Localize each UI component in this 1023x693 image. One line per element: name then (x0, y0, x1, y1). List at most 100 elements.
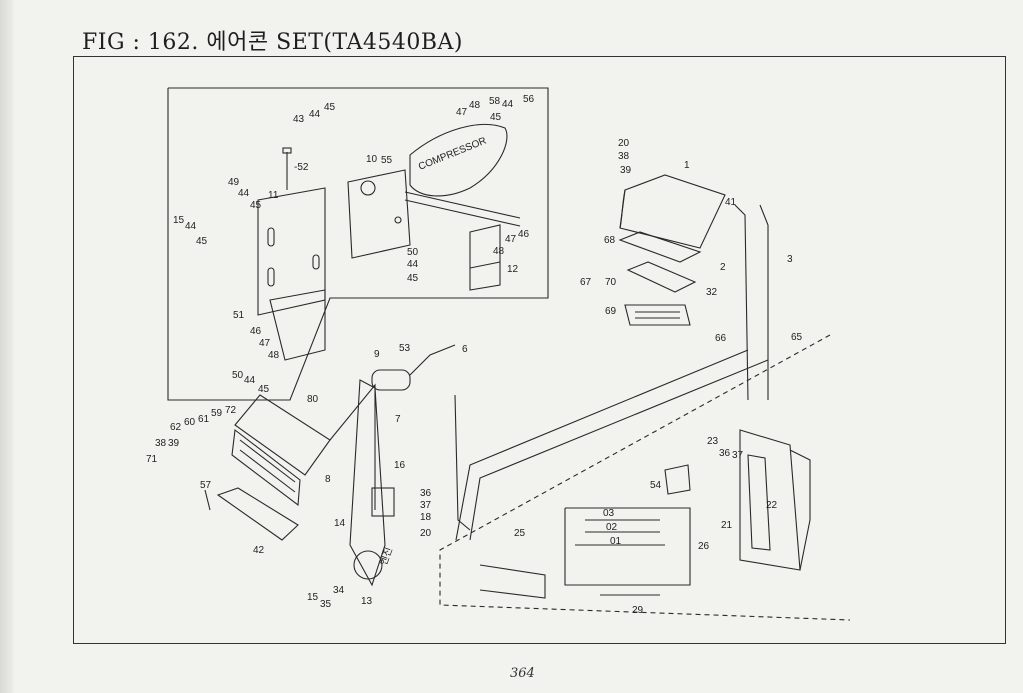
callout-38b: 38 (155, 438, 167, 449)
callout-51: 51 (233, 310, 245, 321)
callout-6: 6 (462, 344, 468, 355)
callout-69: 69 (605, 306, 617, 317)
compressor-16 (371, 487, 395, 517)
bracket-slot (267, 267, 275, 287)
callout-45f: 45 (258, 384, 270, 395)
diagram-frame (73, 56, 1006, 644)
callout-44a: 44 (309, 109, 321, 120)
bracket-hole (394, 216, 402, 224)
callout-01: 01 (610, 536, 622, 547)
page-binding-edge (0, 0, 14, 693)
callout-12: 12 (507, 264, 519, 275)
bracket-slot (267, 227, 275, 247)
callout-02: 02 (606, 522, 618, 533)
evaporator-unit-face (619, 189, 626, 229)
pipe-6 (409, 344, 456, 376)
callout-47b: 47 (505, 234, 517, 245)
callout-41: 41 (725, 197, 737, 208)
callout-44f: 44 (244, 375, 256, 386)
pipe-long (454, 394, 471, 531)
grille-69 (624, 304, 691, 326)
callout-16: 16 (394, 460, 406, 471)
callout-60: 60 (184, 417, 196, 428)
callout-58: 58 (489, 96, 501, 107)
callout-59: 59 (211, 408, 223, 419)
bolt-head (282, 147, 292, 154)
callout-22: 22 (766, 500, 778, 511)
callout-10: 10 (366, 154, 378, 165)
condenser-core (231, 428, 301, 507)
callout-8: 8 (325, 474, 331, 485)
callout-66: 66 (715, 333, 727, 344)
compressor-pulley-13 (353, 550, 383, 580)
callout-1: 1 (684, 160, 690, 171)
cover-42 (216, 487, 299, 541)
hose-65 (469, 359, 769, 541)
callout-34: 34 (333, 585, 345, 596)
callout-15a: 15 (173, 215, 185, 226)
bracket-slot (312, 254, 320, 270)
callout-3: 3 (787, 254, 793, 265)
callout-36b: 36 (719, 448, 731, 459)
callout-53: 53 (399, 343, 411, 354)
callout-29: 29 (632, 605, 644, 616)
callout-65: 65 (791, 332, 803, 343)
callout-43: 43 (293, 114, 305, 125)
fin-line (239, 439, 296, 483)
frame-edge (789, 449, 811, 571)
fin-line (239, 449, 296, 493)
callout-45e: 45 (407, 273, 419, 284)
callout-68: 68 (604, 235, 616, 246)
callout-9: 9 (374, 349, 380, 360)
wiring-harness-26 (564, 507, 691, 586)
callout-56: 56 (523, 94, 535, 105)
callout-44c: 44 (185, 221, 197, 232)
adjust-rod (404, 199, 521, 227)
figure-title: FIG : 162. 에어콘 SET(TA4540BA) (82, 30, 463, 55)
callout-80: 80 (307, 394, 319, 405)
callout-38a: 38 (618, 151, 630, 162)
drive-belt (349, 379, 386, 587)
callout-71: 71 (146, 454, 158, 465)
callout-45b: 45 (250, 200, 262, 211)
callout-52: -52 (294, 162, 309, 173)
hose-3 (759, 204, 769, 400)
bracket-11-base (269, 289, 326, 361)
callout-18: 18 (420, 512, 432, 523)
callout-72: 72 (225, 405, 237, 416)
callout-2: 2 (720, 262, 726, 273)
callout-21: 21 (721, 520, 733, 531)
callout-44d: 44 (502, 99, 514, 110)
callout-49: 49 (228, 177, 240, 188)
vehicle-region-outline (439, 334, 851, 621)
screw-57 (204, 489, 211, 511)
callout-35: 35 (320, 599, 332, 610)
callout-50a: 50 (407, 247, 419, 258)
callout-44b: 44 (238, 188, 250, 199)
page-number: 364 (510, 666, 535, 681)
mount-25 (479, 564, 546, 599)
bracket-12-bend (469, 261, 501, 269)
filter-68 (618, 231, 702, 263)
callout-39b: 39 (168, 438, 180, 449)
callout-54: 54 (650, 480, 662, 491)
callout-42: 42 (253, 545, 265, 556)
callout-39a: 39 (620, 165, 632, 176)
callout-7: 7 (395, 414, 401, 425)
callout-48a: 48 (469, 100, 481, 111)
bracket-12 (469, 224, 501, 291)
callout-20a: 20 (618, 138, 630, 149)
callout-11: 11 (268, 190, 279, 201)
callout-45c: 45 (196, 236, 208, 247)
callout-47a: 47 (456, 107, 468, 118)
callout-03: 03 (603, 508, 615, 519)
pipe-14 (329, 383, 376, 510)
callout-32: 32 (706, 287, 718, 298)
hose-66 (455, 349, 749, 541)
callout-15b: 15 (307, 592, 319, 603)
callout-62: 62 (170, 422, 182, 433)
receiver-drier (371, 369, 411, 391)
